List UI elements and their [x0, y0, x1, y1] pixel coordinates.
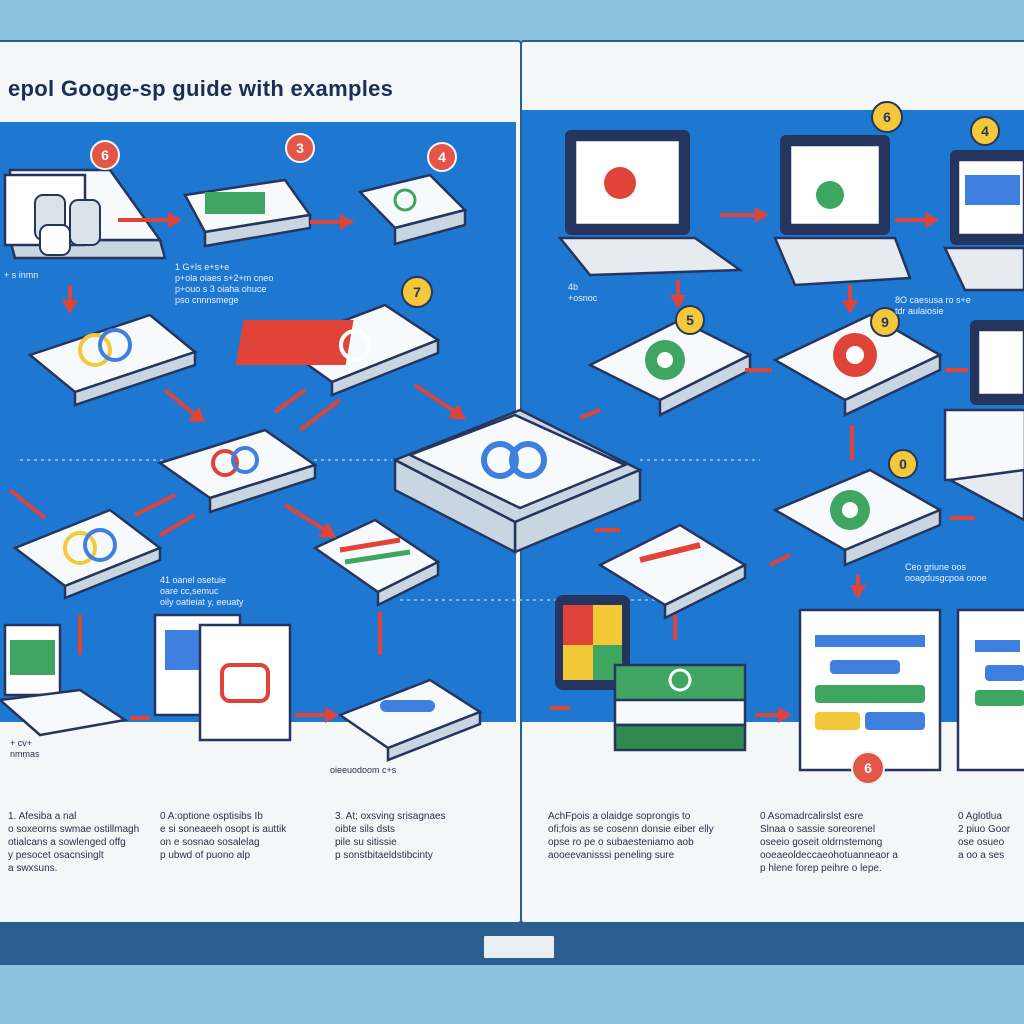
- logo-card-node-3: [157, 428, 318, 514]
- list-card-node-2: [597, 523, 748, 621]
- logo-card-node-4: [12, 508, 163, 600]
- form-panel-node-1: [798, 608, 942, 772]
- badge-text: 3: [296, 140, 304, 156]
- step-caption: AchFpois a olaidge soprongis to ofi;fois…: [548, 811, 714, 861]
- laptop-node-3: [943, 150, 1024, 292]
- desktop-node: [943, 320, 1024, 522]
- diagram-note: + cv+ nmmas: [10, 738, 40, 759]
- diagram-note: 4b +osnoc: [568, 282, 598, 303]
- step-caption: 1. Afesiba a nal o soxeorns swmae ostill…: [8, 811, 140, 874]
- page-title: epol Googe-sp guide with examples: [8, 76, 394, 101]
- search-card-node: [337, 678, 483, 762]
- badge-text: 4: [438, 149, 446, 165]
- badge-text: 4: [981, 123, 989, 139]
- badge-text: 6: [883, 109, 891, 125]
- diagram-note: + s inmn: [4, 270, 39, 280]
- diagram-note: 1 G+Is e+s+e p+ola oiaes s+2+m cneo p+ou…: [175, 262, 274, 305]
- logo-card-node-1: [27, 313, 198, 407]
- step-caption: 0 Aglotlua 2 piuo Goor ose osueo a oo a …: [958, 811, 1011, 861]
- strip-card-node: [312, 518, 441, 608]
- laptop-node-1: [557, 130, 744, 277]
- badge-text: 5: [686, 312, 694, 328]
- badge-text: 7: [413, 284, 421, 300]
- flow-arrows: [8, 207, 975, 723]
- form-panel-node-2: [956, 608, 1024, 772]
- step-caption: 0 A:optione osptisibs Ib e si soneaeeh o…: [160, 811, 287, 861]
- step-caption: 3. At; oxsving srisagnaes oibte sils dst…: [335, 811, 446, 861]
- diagram-note: 41 oanel osetuie oare cc,semuc oily oati…: [160, 575, 244, 607]
- badge-text: 0: [899, 456, 907, 472]
- step-caption: 0 Asomadrcalirslst esre Slnaa o sassie s…: [760, 811, 898, 874]
- list-card-node: [183, 178, 313, 248]
- badge-text: 6: [101, 147, 109, 163]
- diagram-note: oieeuodoom c+s: [330, 765, 397, 775]
- laptop-node-2: [773, 135, 912, 287]
- diagram-note: 8O caesusa ro s+e tdr aulaiosie: [895, 295, 971, 316]
- chart-card-node: [357, 173, 468, 246]
- step-badges: 6 3 4 7 6 4 5 9 0 6: [90, 101, 1000, 785]
- badge-text: 9: [881, 314, 889, 330]
- book-spine-tab: [482, 934, 556, 960]
- laptop-node-left: [0, 623, 129, 737]
- logo-card-node-2: [235, 303, 441, 397]
- tablet-node: [555, 595, 630, 690]
- green-card-node-1: [587, 318, 753, 418]
- badge-text: 6: [864, 760, 872, 776]
- diagram-note: Ceo griune oos ooagdusgcpoa oooe: [905, 562, 987, 583]
- monitor-node: [153, 613, 292, 742]
- hub-card-node[interactable]: [391, 408, 644, 555]
- red-card-node: [772, 313, 943, 417]
- green-card-node-2: [772, 468, 943, 567]
- book-stack-node: [613, 663, 747, 752]
- server-stack-node: [3, 168, 167, 260]
